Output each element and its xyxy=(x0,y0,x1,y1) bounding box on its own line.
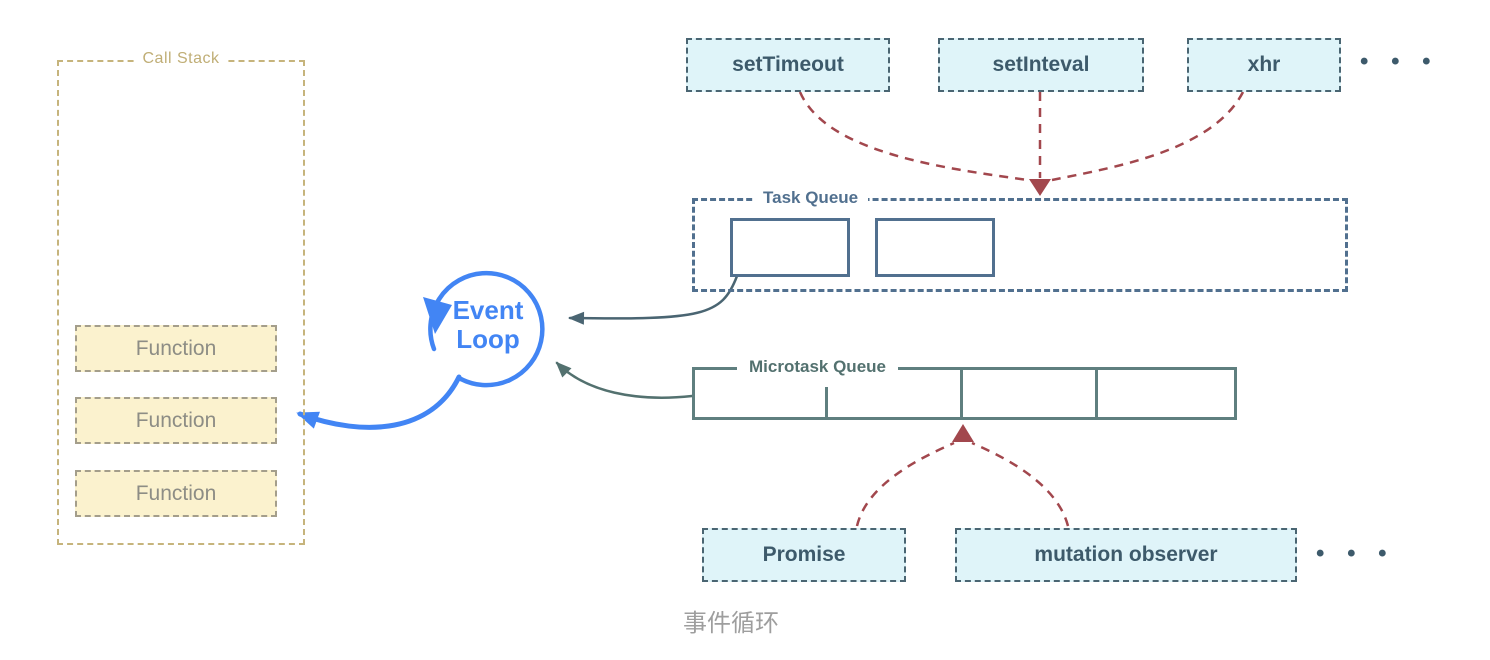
call-stack-function-2: Function xyxy=(75,397,277,444)
promise-box: Promise xyxy=(702,528,906,582)
xhr-to-task-queue-arrow xyxy=(1051,91,1245,182)
task-queue-slot-1 xyxy=(730,218,850,277)
event-loop-label: Event Loop xyxy=(430,296,546,354)
settimeout-to-task-queue-arrow xyxy=(798,91,1029,182)
task-queue-title: Task Queue xyxy=(753,188,869,208)
call-stack-title: Call Stack xyxy=(136,50,226,68)
xhr-box: xhr xyxy=(1187,38,1341,92)
microtask-cell-divider-3 xyxy=(1095,370,1098,417)
event-loop-to-call-stack-arrow xyxy=(296,374,462,430)
microtask-queue-to-event-loop-arrow xyxy=(555,361,694,399)
call-stack-container: Call Stack Function Function Function xyxy=(57,50,305,545)
event-loop-label-line1: Event xyxy=(452,295,524,325)
event-loop-label-line2: Loop xyxy=(456,324,520,354)
call-stack-function-3: Function xyxy=(75,470,277,517)
task-sources-ellipsis: • • • xyxy=(1360,48,1439,75)
microtask-queue-in-arrowhead-icon xyxy=(952,424,974,442)
diagram-caption: 事件循环 xyxy=(683,610,779,637)
mutation-observer-to-microtask-queue-arrow xyxy=(971,441,1070,527)
settimeout-box: setTimeout xyxy=(686,38,890,92)
mutation-observer-box: mutation observer xyxy=(955,528,1297,582)
setinteval-box: setInteval xyxy=(938,38,1144,92)
promise-to-microtask-queue-arrow xyxy=(855,441,955,527)
microtask-cell-divider-2 xyxy=(960,370,963,417)
task-queue-container: Task Queue xyxy=(692,188,1348,292)
microtask-queue-container: Microtask Queue xyxy=(692,357,1237,420)
call-stack-function-1: Function xyxy=(75,325,277,372)
task-queue-in-arrowhead-icon xyxy=(1029,179,1051,196)
task-queue-slot-2 xyxy=(875,218,995,277)
microtask-sources-ellipsis: • • • xyxy=(1316,540,1395,567)
microtask-cell-divider-1 xyxy=(825,387,828,417)
microtask-queue-title: Microtask Queue xyxy=(737,357,898,377)
